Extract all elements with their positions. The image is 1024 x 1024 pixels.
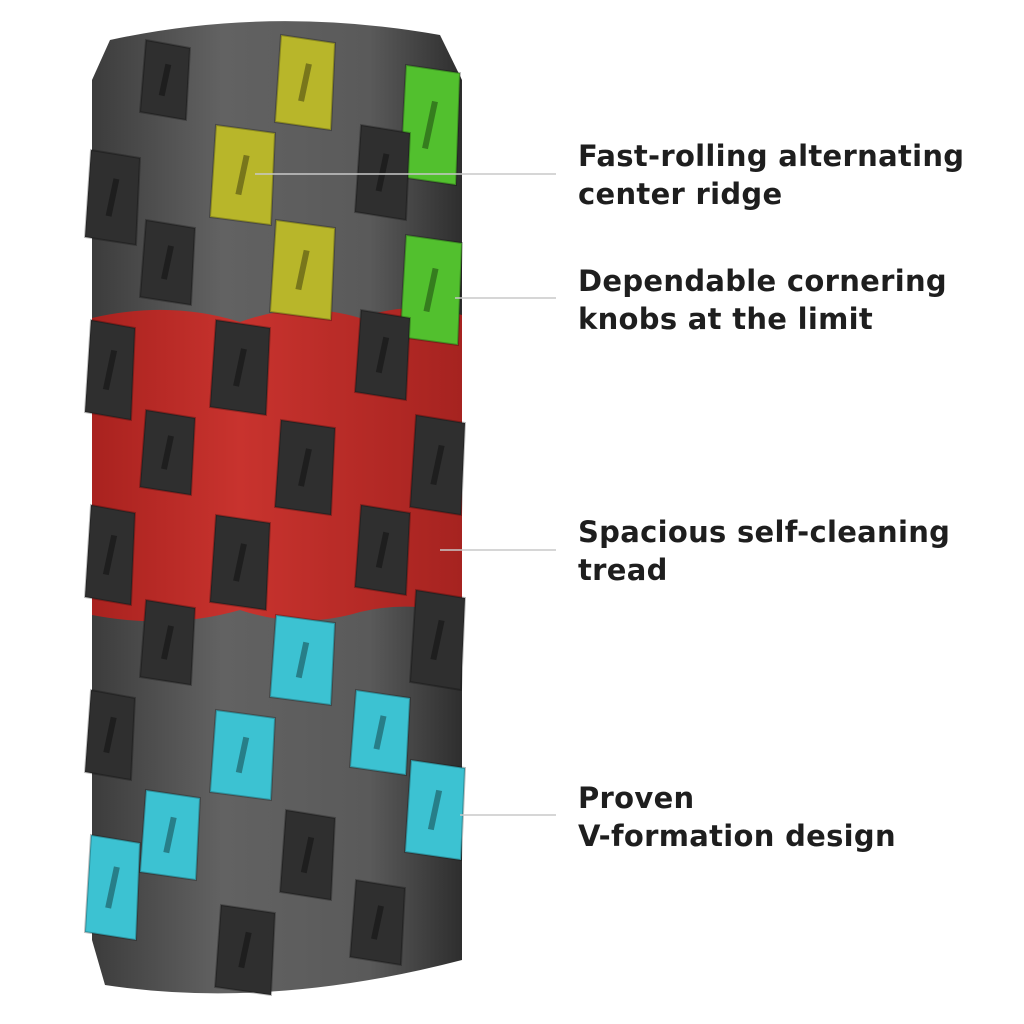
tread-knob xyxy=(83,688,137,782)
tread-knob xyxy=(273,418,337,517)
knob-sipe xyxy=(233,348,247,387)
knob-sipe xyxy=(163,816,177,854)
tread-knob xyxy=(138,38,192,122)
knob-sipe xyxy=(295,249,310,291)
callout-text: center ridge xyxy=(578,177,783,211)
knob-sipe xyxy=(423,267,439,313)
v-formation-knob xyxy=(268,613,337,707)
knob-sipe xyxy=(235,736,250,774)
tread-knob xyxy=(353,123,412,222)
knob-sipe xyxy=(233,543,247,582)
knob-sipe xyxy=(161,625,174,660)
tread-knob xyxy=(408,413,467,517)
tread-knob xyxy=(138,218,197,307)
v-formation-knob xyxy=(348,688,412,777)
knob-sipe xyxy=(298,63,312,102)
knob-sipe xyxy=(427,789,443,831)
knob-sipe xyxy=(422,100,438,150)
callout-text: knobs at the limit xyxy=(578,302,874,336)
knob-sipe xyxy=(238,931,252,969)
callout-self-cleaning: Spacious self-cleaning tread xyxy=(578,513,950,589)
tread-knob xyxy=(208,318,272,417)
knob-sipe xyxy=(158,63,172,97)
knob-sipe xyxy=(300,836,315,874)
knob-sipe xyxy=(102,349,118,391)
v-formation-knob xyxy=(403,758,467,862)
tread-knob xyxy=(83,318,137,422)
tread-knob xyxy=(138,408,197,497)
knob-sipe xyxy=(161,245,174,280)
knob-sipe xyxy=(103,716,117,754)
tread-knob xyxy=(278,808,337,902)
callout-text: V-formation design xyxy=(578,819,896,853)
v-formation-knob xyxy=(138,788,202,882)
center-ridge-knob xyxy=(268,218,337,322)
knob-sipe xyxy=(430,619,445,661)
center-ridge-knob xyxy=(208,123,277,227)
tread-knob xyxy=(353,308,412,402)
tread-knob xyxy=(83,503,137,607)
leader-lines xyxy=(255,173,556,816)
knob-sipe xyxy=(105,866,120,909)
tread-knob xyxy=(408,588,467,692)
knob-sipe xyxy=(375,531,390,569)
knob-sipe xyxy=(235,154,250,196)
knob-sipe xyxy=(375,153,390,192)
knob-sipe xyxy=(375,336,390,374)
knob-sipe xyxy=(102,534,118,576)
center-ridge-knob xyxy=(273,33,337,132)
tread-knob xyxy=(138,598,197,687)
callout-cornering-knobs: Dependable cornering knobs at the limit xyxy=(578,262,947,338)
tread-knob xyxy=(83,148,142,247)
knob-sipe xyxy=(105,178,120,217)
tread-knobs xyxy=(83,33,467,997)
callout-text: Fast-rolling alternating xyxy=(578,139,965,173)
callout-text: Spacious self-cleaning xyxy=(578,515,951,549)
tread-knob xyxy=(353,503,412,597)
callout-text: tread xyxy=(578,553,668,587)
knob-sipe xyxy=(373,715,387,750)
callout-v-formation: Proven V-formation design xyxy=(578,779,896,855)
knob-sipe xyxy=(430,444,445,486)
callout-text: Dependable cornering xyxy=(578,264,947,298)
tread-knob xyxy=(348,878,407,967)
knob-sipe xyxy=(298,448,312,487)
knob-sipe xyxy=(371,905,384,940)
cornering-knob xyxy=(398,233,464,347)
v-formation-knob xyxy=(83,833,142,942)
knob-sipe xyxy=(295,641,310,679)
callout-text: Proven xyxy=(578,781,695,815)
knob-sipe xyxy=(161,435,174,470)
tread-knob xyxy=(213,903,277,997)
callout-center-ridge: Fast-rolling alternating center ridge xyxy=(578,137,964,213)
tread-knob xyxy=(208,513,272,612)
v-formation-knob xyxy=(208,708,277,802)
